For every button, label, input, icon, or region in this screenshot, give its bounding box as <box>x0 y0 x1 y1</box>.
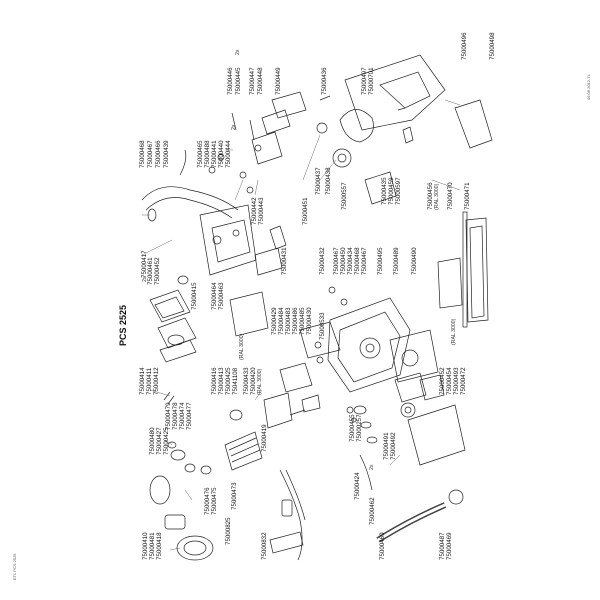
part-label: 75000444 <box>225 140 232 168</box>
part-label: 75041108 <box>232 367 239 395</box>
guide-bar-shape <box>465 217 489 323</box>
part-label: 75000533 <box>319 312 326 340</box>
part-label: 75000469 <box>446 532 453 560</box>
part-label: 75000430 <box>306 307 313 335</box>
part-label: 75000472 <box>460 367 467 395</box>
ral-annotation: (RAL 3000) <box>434 183 440 210</box>
part-label: 75000475 <box>211 487 218 515</box>
part-label: 75000437 <box>315 167 322 195</box>
crankcase-shape <box>327 297 411 393</box>
air-filter-cover <box>149 289 191 323</box>
part-label: 75000470 <box>447 182 454 210</box>
part-label: 75000471 <box>464 182 471 210</box>
part-label: 75000467 <box>361 247 368 275</box>
part-label: 75000462 <box>369 497 376 525</box>
part-label: 75000424 <box>354 472 361 500</box>
quantity-annotation: 2x <box>142 276 148 282</box>
part-label: 75000257 <box>356 414 363 442</box>
ral-annotation: (RAL 3000) <box>451 318 457 345</box>
part-label: 75000477 <box>186 402 193 430</box>
part-label: 75000415 <box>191 282 198 310</box>
clutch-drum-shape <box>332 148 352 168</box>
tank-cap-shape <box>229 291 269 337</box>
quantity-annotation: 2x <box>231 124 237 130</box>
part-label: 75000466 <box>155 140 162 168</box>
part-label: 75000443 <box>258 197 265 225</box>
part-label: 75000431 <box>281 247 288 275</box>
part-label: 75000449 <box>275 67 282 95</box>
rear-handle-shape <box>141 186 239 211</box>
part-label: 75000498 <box>489 32 496 60</box>
part-label: 75000463 <box>218 282 225 310</box>
sprocket-shape <box>400 402 416 418</box>
part-label: 75000460 <box>379 532 386 560</box>
part-label: 75000412 <box>153 367 160 395</box>
chain-cover-shape <box>407 404 466 466</box>
part-label: 75000418 <box>156 532 163 560</box>
part-label: 75000439 <box>163 140 170 168</box>
quantity-annotation: 2x <box>369 464 375 470</box>
flywheel-shape <box>176 535 214 561</box>
ral-annotation: (RAL 3000) <box>257 368 263 395</box>
fuel-line-shape <box>279 469 303 561</box>
part-label: 75000489 <box>393 247 400 275</box>
chain-brake-cover <box>344 54 446 131</box>
part-label: 75000451 <box>302 197 309 225</box>
part-label: 75000467 <box>147 140 154 168</box>
part-label: 75000419 <box>261 424 268 452</box>
part-label: 75000448 <box>257 67 264 95</box>
part-label: 75000495 <box>377 247 384 275</box>
part-label: 75000832 <box>261 532 268 560</box>
part-label: 75000473 <box>231 482 238 510</box>
part-label: 75000452 <box>154 257 161 285</box>
quantity-annotation: 2x <box>235 49 241 55</box>
part-label: 75000490 <box>411 247 418 275</box>
part-label: 75000557 <box>341 182 348 210</box>
saw-chain-shape <box>462 211 468 328</box>
part-label: 75000446 <box>227 67 234 95</box>
part-label: 75000445 <box>235 67 242 95</box>
cylinder-shape <box>224 431 263 471</box>
coil-shape <box>149 475 171 505</box>
part-label: 75000436 <box>321 67 328 95</box>
carburetor-shape <box>251 131 283 165</box>
part-label: 75000701 <box>368 67 375 95</box>
part-label: 75000492 <box>390 432 397 460</box>
part-label: 75000597 <box>395 177 402 205</box>
gasket-shape <box>254 247 283 276</box>
part-label: 75000432 <box>319 247 326 275</box>
part-label: 75000468 <box>139 140 146 168</box>
part-label: 75000496 <box>461 32 468 60</box>
ral-annotation: (RAL 3000) <box>239 333 245 360</box>
part-label: 75000425 <box>163 427 170 455</box>
part-label: 75000447 <box>249 67 256 95</box>
part-label: 75000438 <box>325 167 332 195</box>
part-label: 75000825 <box>225 517 232 545</box>
